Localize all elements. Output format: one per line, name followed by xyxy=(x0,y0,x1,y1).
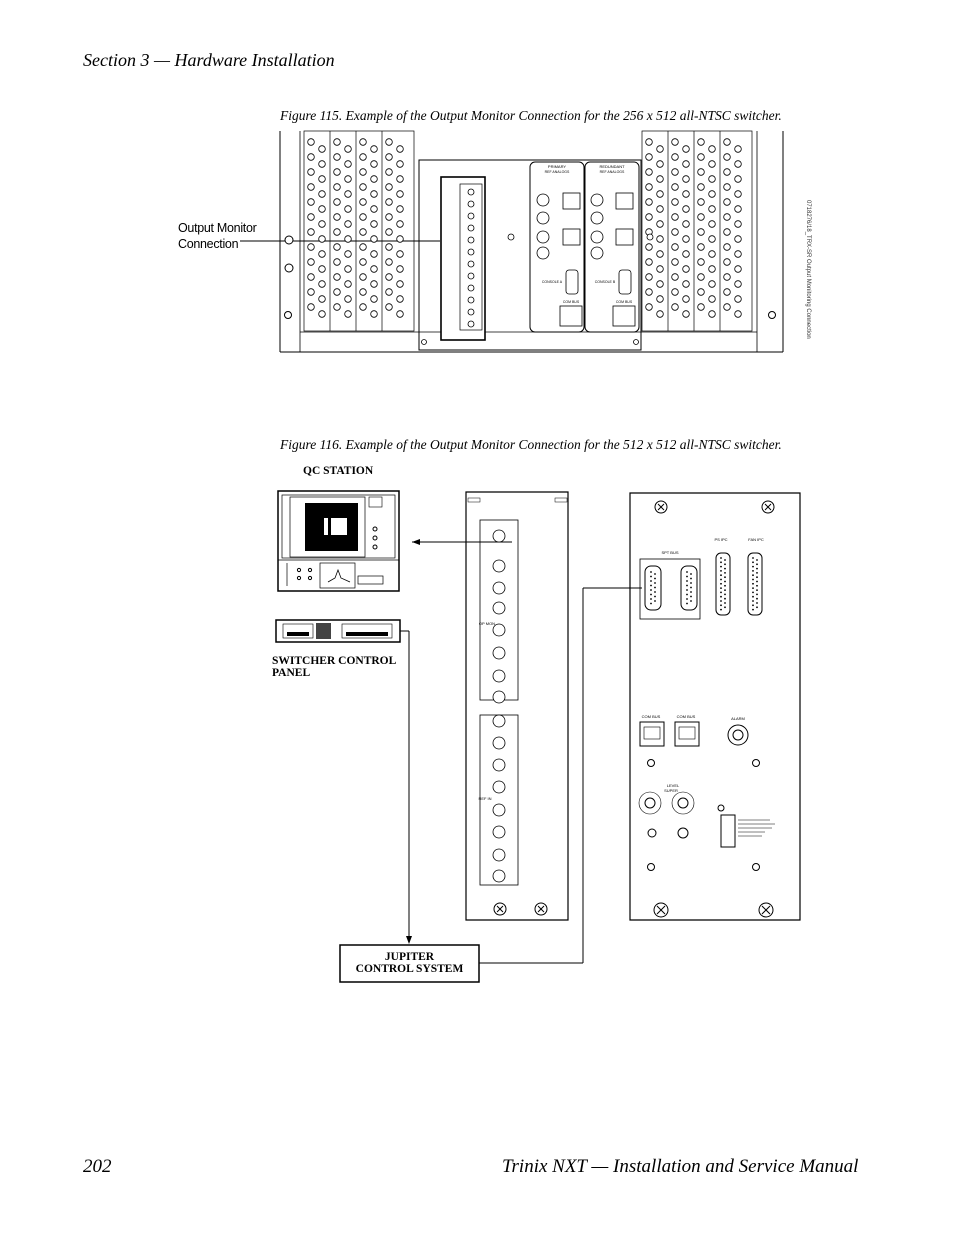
page-number: 202 xyxy=(83,1156,112,1177)
switcher-label-line-1: SWITCHER CONTROL xyxy=(272,655,397,667)
super-label: SUPER xyxy=(664,788,678,793)
switcher-control-panel-label: SWITCHER CONTROL PANEL xyxy=(272,655,396,679)
ref-in-label: REF IN xyxy=(478,796,491,801)
console-b-label: CONSOLE B xyxy=(595,280,616,284)
op-mon-label: OP MON xyxy=(479,621,495,626)
com-bus-label-b: COM BUS xyxy=(616,300,633,304)
section-header: Section 3 — Hardware Installation xyxy=(83,50,335,70)
redundant-label: REDUNDANT xyxy=(599,164,625,169)
switcher-label-line-2: PANEL xyxy=(272,667,311,679)
callout-line-1: Output Monitor xyxy=(178,221,257,235)
jupiter-line-2: CONTROL SYSTEM xyxy=(355,963,464,975)
level-label: LEVEL xyxy=(667,783,680,788)
jupiter-control-system-box: JUPITER CONTROL SYSTEM xyxy=(340,951,479,975)
redundant-ref-label: REF ANALOGS xyxy=(600,170,625,174)
primary-label: PRIMARY xyxy=(548,164,566,169)
spt-bus-label: SPT BUS xyxy=(661,550,678,555)
com-bus-label-1: COM BUS xyxy=(642,714,661,719)
primary-ref-label: REF ANALOGS xyxy=(545,170,570,174)
com-bus-label-a: COM BUS xyxy=(563,300,580,304)
com-bus-label-2: COM BUS xyxy=(677,714,696,719)
figure-115-caption: Figure 115. Example of the Output Monito… xyxy=(280,108,782,123)
manual-title: Trinix NXT — Installation and Service Ma… xyxy=(502,1156,859,1177)
callout-line-2: Connection xyxy=(178,237,239,251)
jupiter-line-1: JUPITER xyxy=(384,951,435,963)
fan-ipc-label: FAN IPC xyxy=(748,537,764,542)
console-a-label: CONSOLE A xyxy=(542,280,563,284)
alarm-label: ALARM xyxy=(731,716,745,721)
figure-116-caption: Figure 116. Example of the Output Monito… xyxy=(280,437,782,452)
qc-station-label: QC STATION xyxy=(303,465,374,477)
output-monitor-callout: Output Monitor Connection xyxy=(178,220,257,252)
ps-ipc-label: PS IPC xyxy=(714,537,727,542)
